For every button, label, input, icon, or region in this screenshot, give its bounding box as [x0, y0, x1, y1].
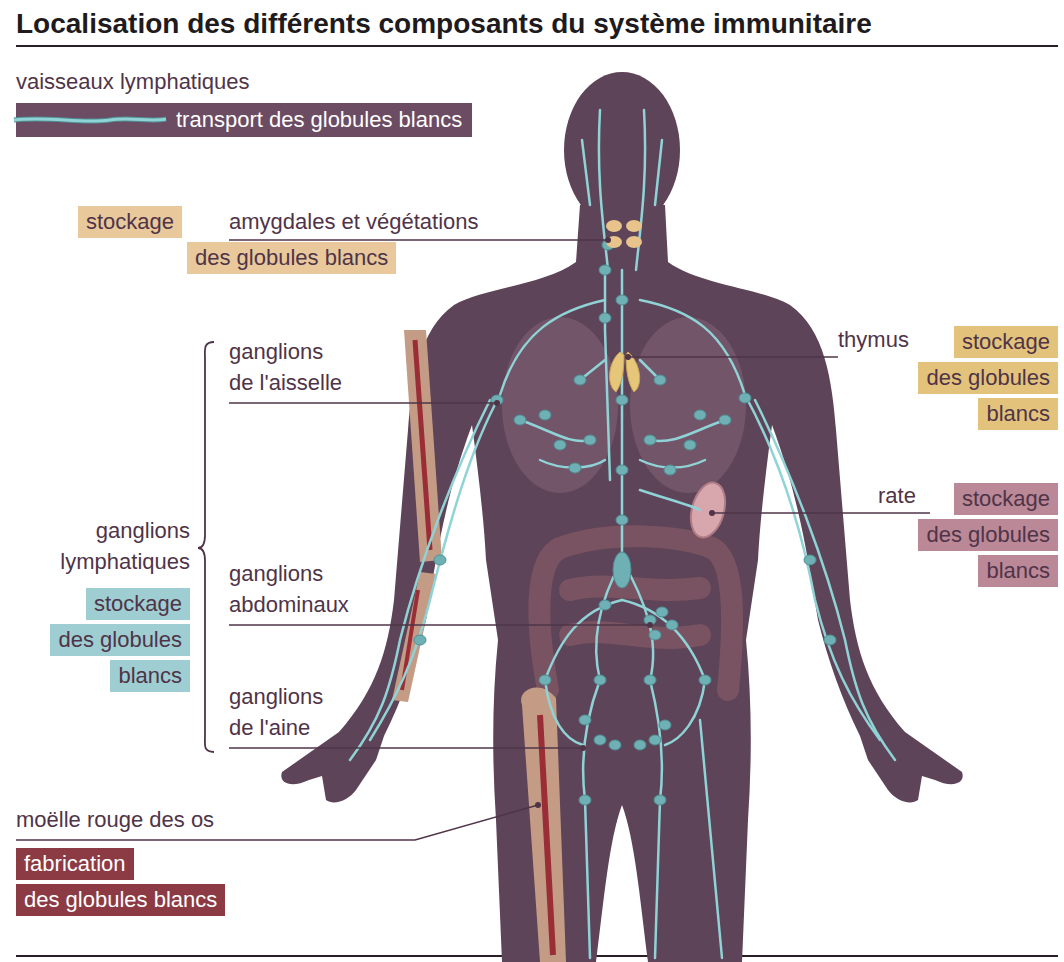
label-line: rate — [878, 480, 916, 511]
box-line: stockage — [78, 206, 182, 238]
label-box: stockage des globules blancs — [918, 326, 1058, 434]
box-line: des globules blancs — [16, 884, 225, 916]
box-line: blancs — [978, 555, 1058, 587]
box-line: blancs — [110, 660, 190, 692]
label-line: ganglions — [229, 336, 342, 367]
label-box: stockage des globules blancs — [50, 588, 190, 696]
legend-band: transport des globules blancs — [16, 103, 472, 137]
vessel-sample — [10, 103, 170, 137]
label-line: ganglions — [60, 515, 190, 546]
box-line: stockage — [954, 326, 1058, 358]
part-label: amygdales et végétations — [229, 206, 479, 237]
box-line: stockage — [86, 588, 190, 620]
label-line: amygdales et végétations — [229, 206, 479, 237]
box-line: stockage — [954, 483, 1058, 515]
part-label: ganglions abdominaux — [229, 558, 349, 620]
box-text: stockage des globules blancs — [50, 588, 190, 692]
label-line: thymus — [838, 324, 909, 355]
label-line: vaisseaux lymphatiques — [16, 66, 250, 97]
box-text: stockage des globules blancs — [918, 326, 1058, 430]
label-line: abdominaux — [229, 589, 349, 620]
label-box: stockage des globules blancs — [918, 483, 1058, 591]
box-text: stockage des globules blancs — [78, 206, 396, 274]
part-label: ganglions de l'aisselle — [229, 336, 342, 398]
box-line: des globules blancs — [187, 242, 396, 274]
label-line: ganglions — [229, 681, 323, 712]
part-label: moëlle rouge des os — [16, 804, 214, 835]
box-text: stockage des globules blancs — [918, 483, 1058, 587]
label-line: ganglions — [229, 558, 349, 589]
part-label: rate — [878, 480, 916, 511]
label-line: de l'aisselle — [229, 367, 342, 398]
title: Localisation des différents composants d… — [16, 6, 872, 42]
box-line: des globules — [50, 624, 190, 656]
part-label: thymus — [838, 324, 909, 355]
label-line: de l'aine — [229, 712, 323, 743]
box-line: fabrication — [16, 848, 134, 880]
part-label: vaisseaux lymphatiques — [16, 66, 250, 97]
legend-text: transport des globules blancs — [170, 107, 472, 133]
label-box: fabrication des globules blancs — [16, 848, 225, 920]
box-line: des globules — [918, 362, 1058, 394]
box-text: fabrication des globules blancs — [16, 848, 225, 916]
part-label: ganglions de l'aine — [229, 681, 323, 743]
label-line: lymphatiques — [60, 546, 190, 577]
box-line: des globules — [918, 519, 1058, 551]
label-line: moëlle rouge des os — [16, 804, 214, 835]
part-label: ganglions lymphatiques — [60, 515, 190, 577]
box-line: blancs — [978, 398, 1058, 430]
label-box: stockage des globules blancs — [78, 206, 396, 278]
